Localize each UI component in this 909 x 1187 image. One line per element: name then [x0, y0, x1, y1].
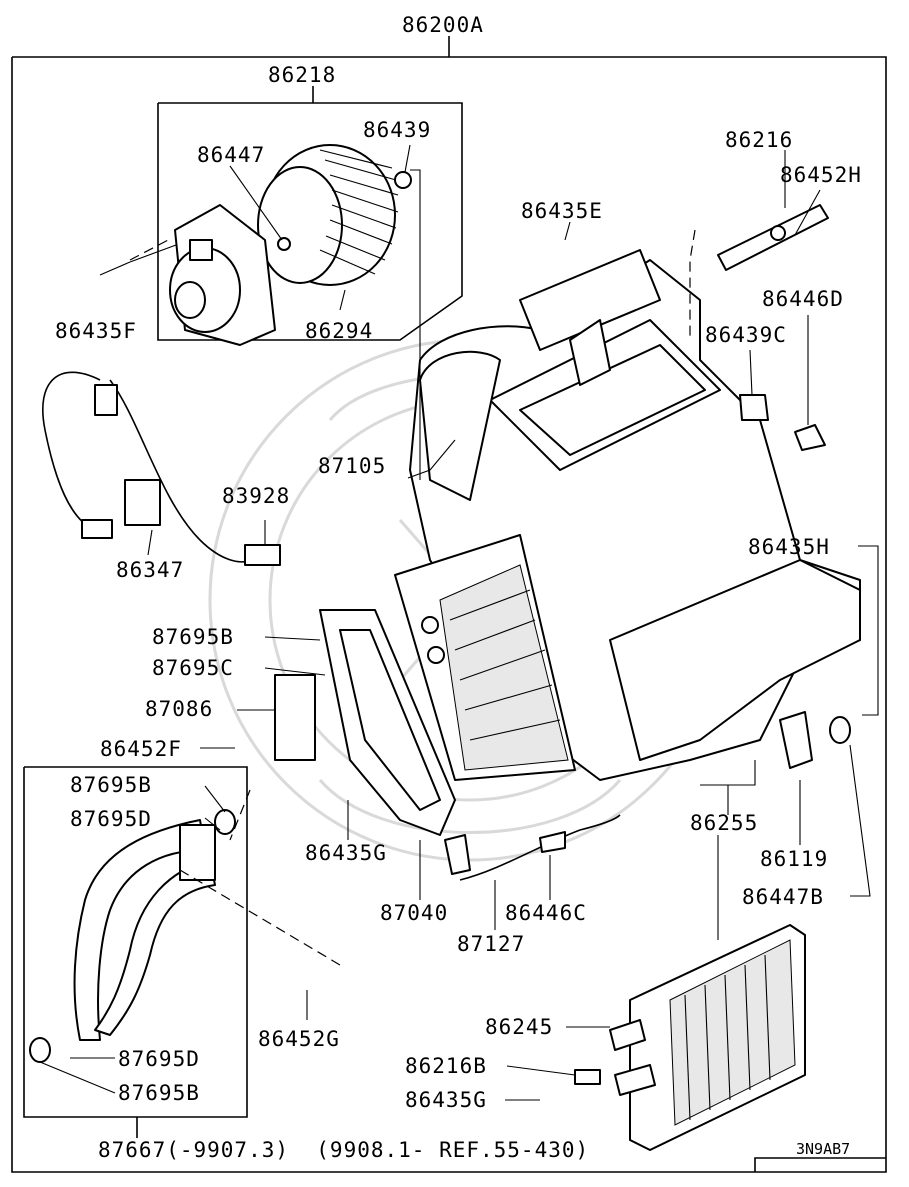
part-label: 86245 [485, 1015, 553, 1039]
part-label: 87105 [318, 454, 386, 478]
part-label: 86216B [405, 1054, 487, 1078]
part-label: 86255 [690, 811, 758, 835]
part-label: 83928 [222, 484, 290, 508]
part-label: 86446C [505, 901, 587, 925]
part-label: 86119 [760, 847, 828, 871]
part-label: 86218 [268, 63, 336, 87]
blower-motor-inset [99, 86, 463, 346]
part-label: 86294 [305, 319, 373, 343]
part-label: 86347 [116, 558, 184, 582]
part-label: 87086 [145, 697, 213, 721]
heater-core [609, 924, 806, 1151]
part-label: 87040 [380, 901, 448, 925]
part-label: 86435G [405, 1088, 487, 1112]
part-label: 86435F [55, 319, 137, 343]
part-label: 86435H [748, 535, 830, 559]
part-label: 87695C [152, 656, 234, 680]
part-label: 87695D [118, 1047, 200, 1071]
evaporator-core [394, 534, 576, 781]
part-label: 86452F [100, 737, 182, 761]
small-parts [444, 204, 851, 1085]
part-label: 86435E [521, 199, 603, 223]
part-labels: 86218 86439 86447 86435F 86294 86435E 86… [55, 63, 862, 1162]
part-label: 86216 [725, 128, 793, 152]
part-label: 87695B [70, 773, 152, 797]
assembly-label: 86200A [402, 13, 484, 37]
hose-inset [23, 674, 316, 1138]
part-label: 86446D [762, 287, 844, 311]
part-label: 86447 [197, 143, 265, 167]
part-label: 87695B [152, 625, 234, 649]
reference-code: 3N9AB7 [796, 1140, 850, 1158]
part-label: 86435G [305, 841, 387, 865]
footer-note: 87667(-9907.3) (9908.1- REF.55-430) [98, 1138, 589, 1162]
part-label: 87695D [70, 807, 152, 831]
outer-frame [11, 36, 887, 1173]
part-label: 87127 [457, 932, 525, 956]
part-label: 86439C [705, 323, 787, 347]
leader-lines [39, 144, 879, 1101]
part-label: 86452H [780, 163, 862, 187]
part-label: 86447B [742, 885, 824, 909]
part-label: 86439 [363, 118, 431, 142]
gasket [319, 609, 456, 836]
blower-harness [42, 371, 281, 566]
part-label: 86452G [258, 1027, 340, 1051]
part-label: 87695B [118, 1081, 200, 1105]
